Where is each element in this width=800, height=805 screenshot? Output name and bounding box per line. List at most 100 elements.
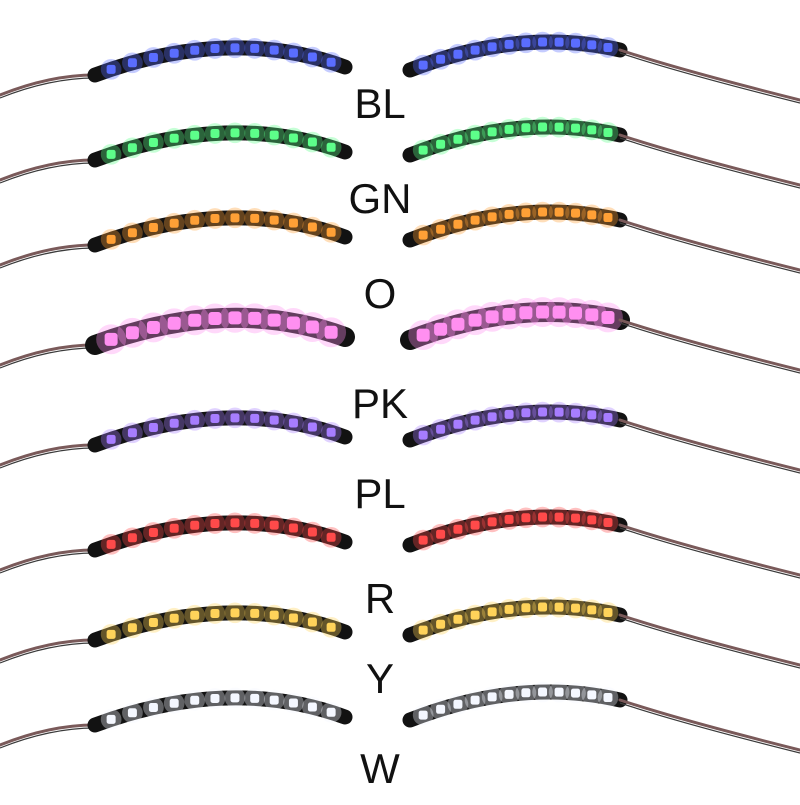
led [288, 218, 298, 228]
led [190, 520, 200, 530]
led [538, 687, 548, 697]
led [190, 610, 200, 620]
led [587, 410, 597, 420]
led [587, 690, 597, 700]
led [538, 122, 548, 132]
wire-left-white-second-conductor [0, 727, 96, 749]
led [521, 123, 531, 133]
led [538, 207, 548, 217]
led [487, 607, 497, 617]
led [571, 408, 581, 418]
led [603, 517, 613, 527]
led [267, 313, 281, 327]
led [571, 513, 581, 523]
led [230, 413, 240, 423]
led [569, 306, 583, 320]
led [470, 695, 480, 705]
led [554, 407, 564, 417]
led [571, 603, 581, 613]
led [208, 311, 222, 325]
led [538, 407, 548, 417]
led [210, 128, 220, 138]
led [248, 311, 262, 325]
wire-right-pink-second-conductor [619, 322, 800, 374]
wire-left-red [0, 548, 97, 572]
led [169, 613, 179, 623]
led [521, 408, 531, 418]
led [538, 37, 548, 47]
led [106, 714, 116, 724]
led [418, 60, 428, 70]
led [603, 607, 613, 617]
led [504, 124, 514, 134]
led [286, 316, 300, 330]
wire-right-orange-second-conductor [619, 222, 800, 274]
wire-right-orange [618, 218, 800, 272]
led [470, 520, 480, 530]
led [127, 623, 137, 633]
led [250, 213, 260, 223]
led [436, 424, 446, 434]
led [587, 605, 597, 615]
led [230, 518, 240, 528]
led [601, 310, 615, 324]
led [485, 310, 499, 324]
led [305, 320, 319, 334]
led [521, 38, 531, 48]
led [106, 434, 116, 444]
wire-left-blue [0, 73, 97, 97]
wire-right-white [618, 698, 800, 752]
led [288, 48, 298, 58]
led [324, 325, 338, 339]
led [453, 614, 463, 624]
led [169, 48, 179, 58]
wire-right-green [618, 133, 800, 187]
led [587, 515, 597, 525]
led [521, 603, 531, 613]
wire-left-green [0, 158, 97, 182]
led [190, 415, 200, 425]
wire-right-green-second-conductor [619, 137, 800, 189]
led [504, 209, 514, 219]
wire-right-purple-second-conductor [619, 422, 800, 474]
led [603, 127, 613, 137]
led [250, 413, 260, 423]
wire-right-red-second-conductor [619, 527, 800, 579]
led [487, 412, 497, 422]
led [470, 215, 480, 225]
led [250, 43, 260, 53]
led [436, 139, 446, 149]
wire-left-green-second-conductor [0, 162, 96, 184]
led [504, 39, 514, 49]
led [554, 37, 564, 47]
led [106, 149, 116, 159]
led [148, 52, 158, 62]
color-code-label-green: GN [348, 175, 412, 222]
led [169, 218, 179, 228]
wire-right-blue [618, 48, 800, 102]
led [288, 133, 298, 143]
led [519, 306, 533, 320]
led [127, 143, 137, 153]
led-pair-red [0, 506, 800, 579]
led [230, 128, 240, 138]
led [169, 133, 179, 143]
wire-right-purple [618, 418, 800, 472]
led [269, 610, 279, 620]
wire-left-purple [0, 443, 97, 467]
led [521, 513, 531, 523]
wire-right-yellow [618, 613, 800, 667]
led [554, 207, 564, 217]
led [571, 208, 581, 218]
led-pair-purple [0, 401, 800, 474]
led [536, 305, 550, 319]
led [230, 43, 240, 53]
led [269, 520, 279, 530]
wire-right-pink [618, 318, 800, 372]
led [210, 693, 220, 703]
led-pair-pink [0, 297, 800, 374]
led [190, 130, 200, 140]
led [453, 699, 463, 709]
led [603, 212, 613, 222]
